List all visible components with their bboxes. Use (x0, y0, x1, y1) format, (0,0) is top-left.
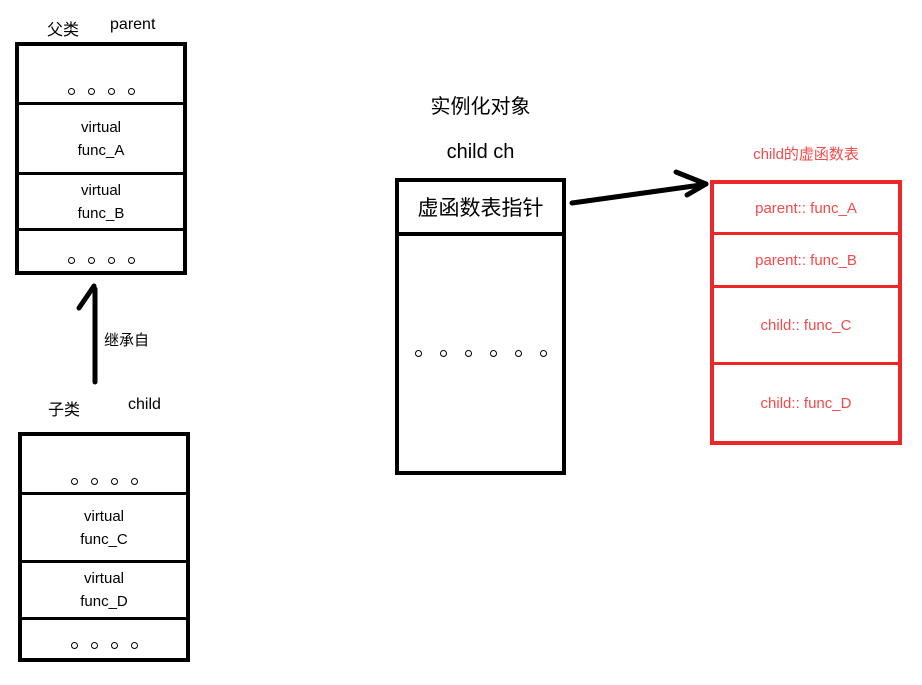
dot (87, 88, 95, 95)
ellipsis-dots (70, 478, 138, 485)
dot (107, 88, 115, 95)
parent-class-label: 父类 parent (47, 16, 155, 40)
child-class-label-cn: 子类 (48, 402, 81, 419)
func-c-keyword: virtual (83, 507, 124, 525)
func-d-name: func_D (80, 593, 128, 610)
parent-class-table: virtual func_A virtual func_B (15, 42, 187, 275)
dot (87, 257, 95, 264)
dot (107, 257, 115, 264)
dot (439, 350, 447, 357)
child-class-label-en: child (128, 396, 161, 413)
dot (130, 642, 138, 649)
dot (489, 350, 497, 357)
dot (70, 478, 78, 485)
parent-table-row-members (19, 46, 183, 102)
dot (130, 478, 138, 485)
child-table-row-func-c: virtual func_C (22, 492, 186, 560)
ellipsis-dots (67, 257, 135, 264)
dot (90, 642, 98, 649)
ellipsis-dots (67, 88, 135, 95)
dot (127, 88, 135, 95)
dot (67, 88, 75, 95)
child-table-row-tail (22, 617, 186, 658)
child-class-label: 子类 child (48, 396, 161, 420)
vtable-title: child的虚函数表 (753, 146, 859, 163)
instance-declaration: child ch (446, 141, 515, 163)
child-vtable: parent:: func_A parent:: func_B child:: … (710, 180, 902, 445)
parent-class-label-en: parent (110, 16, 156, 33)
dot (70, 642, 78, 649)
instance-title: 实例化对象 (430, 96, 531, 118)
vtable-row-func-c: child:: func_C (714, 285, 898, 362)
parent-table-row-func-a: virtual func_A (19, 102, 183, 172)
parent-table-row-tail (19, 228, 183, 271)
inheritance-arrow (76, 283, 98, 385)
dot (110, 478, 118, 485)
parent-class-label-cn: 父类 (47, 22, 80, 39)
vtable-row-func-b: parent:: func_B (714, 232, 898, 285)
func-a-name: func_A (77, 141, 125, 159)
dot (464, 350, 472, 357)
func-c-name: func_C (80, 530, 128, 548)
func-b-name: func_B (77, 204, 125, 222)
dot (110, 642, 118, 649)
dot (414, 350, 422, 357)
vtable-row-func-d: child:: func_D (714, 362, 898, 441)
parent-table-row-func-b: virtual func_B (19, 172, 183, 228)
instance-object-box: 虚函数表指针 (395, 178, 566, 475)
vptr-cell: 虚函数表指针 (399, 182, 562, 236)
dot (127, 257, 135, 264)
vptr-arrow (569, 169, 709, 206)
child-table-row-func-d: virtual func_D (22, 560, 186, 617)
inheritance-label: 继承自 (104, 332, 150, 349)
ellipsis-dots (70, 642, 138, 649)
instance-body (399, 236, 562, 471)
ellipsis-dots (414, 350, 547, 357)
func-a-keyword: virtual (80, 118, 121, 136)
child-class-table: virtual func_C virtual func_D (18, 432, 190, 662)
dot (514, 350, 522, 357)
dot (539, 350, 547, 357)
dot (67, 257, 75, 264)
dot (90, 478, 98, 485)
child-table-row-members (22, 436, 186, 492)
vtable-row-func-a: parent:: func_A (755, 199, 857, 217)
func-b-keyword: virtual (80, 181, 121, 199)
func-d-keyword: virtual (83, 570, 124, 587)
